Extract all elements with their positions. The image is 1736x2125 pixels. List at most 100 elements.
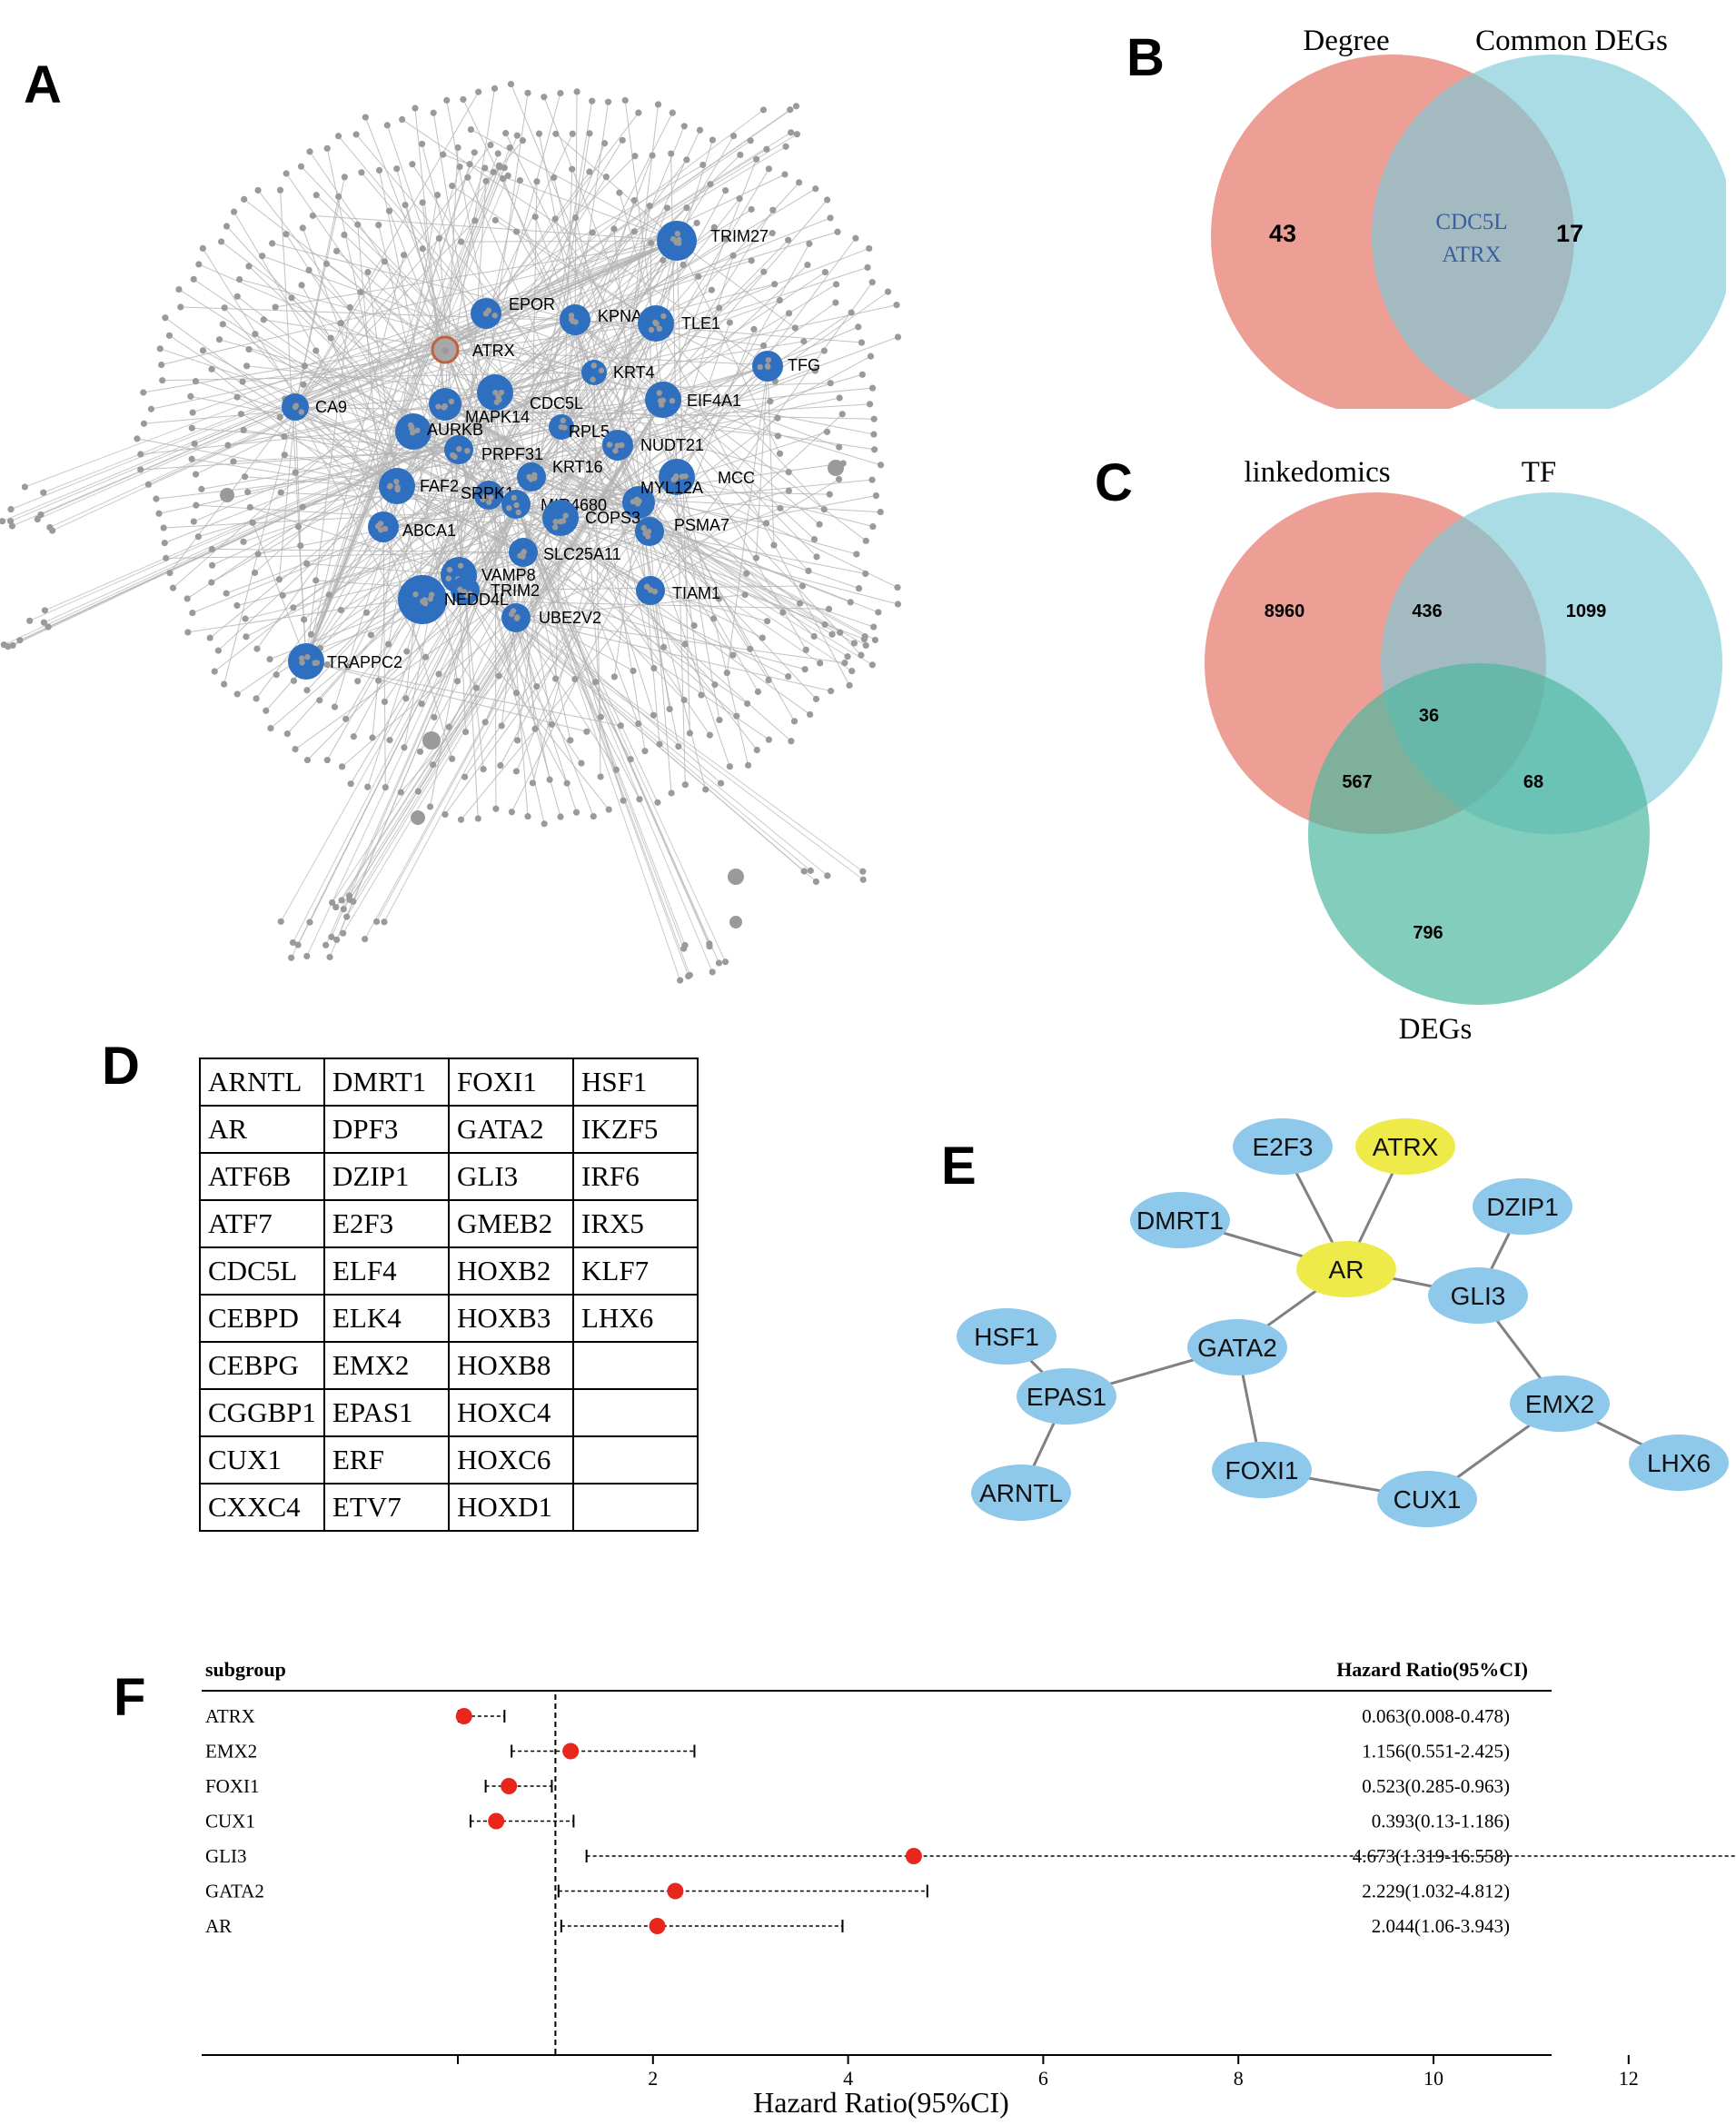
network-node <box>418 700 425 708</box>
network-node <box>290 604 297 611</box>
panel-label-c: C <box>1095 453 1133 512</box>
network-edge <box>515 207 668 619</box>
network-node <box>431 713 438 721</box>
network-node <box>347 780 354 788</box>
network-node <box>233 601 241 610</box>
network-node <box>573 88 580 95</box>
network-node <box>352 131 360 138</box>
table-cell: CEBPD <box>199 1294 325 1343</box>
network-node <box>253 645 261 652</box>
network-edge <box>494 341 804 393</box>
network-node <box>748 205 755 213</box>
network-node <box>855 323 862 331</box>
network-edge <box>292 476 532 943</box>
network-node <box>769 230 776 237</box>
network-node <box>307 631 315 638</box>
network-node <box>677 977 684 984</box>
network-edge <box>305 166 461 662</box>
hub-node-srpk1 <box>474 481 503 510</box>
network-node <box>828 631 836 638</box>
hub-inner-dot <box>657 398 664 404</box>
network-node <box>557 813 564 820</box>
network-node <box>403 648 411 655</box>
hub-inner-dot <box>656 390 662 396</box>
forest-row-value: 1.156(0.551-2.425) <box>1362 1741 1510 1763</box>
network-node <box>853 551 860 558</box>
venn-c-degs-set <box>1308 663 1650 1005</box>
network-node <box>385 207 393 214</box>
network-node <box>619 136 626 144</box>
venn-c-linkedomics-only: 8960 <box>1265 601 1305 621</box>
network-edge <box>198 263 619 446</box>
network-node <box>294 941 302 948</box>
hub-inner-dot <box>394 484 401 491</box>
network-node <box>472 684 480 691</box>
network-node <box>335 193 342 200</box>
network-edge <box>294 406 721 784</box>
network-node <box>375 166 383 174</box>
network-edge <box>650 479 839 591</box>
hub-inner-dot <box>448 398 455 405</box>
network-node <box>208 561 216 569</box>
network-edge <box>382 526 610 810</box>
network-node <box>190 518 197 525</box>
network-node <box>754 688 762 695</box>
network-node <box>586 130 593 137</box>
network-node <box>221 304 228 312</box>
network-node <box>812 878 820 886</box>
network-edge <box>650 590 768 622</box>
tf-node-label: E2F3 <box>1253 1133 1314 1161</box>
network-node <box>233 690 241 698</box>
network-node <box>192 378 200 385</box>
network-node <box>292 469 299 476</box>
network-node <box>372 918 381 926</box>
network-node <box>498 722 505 730</box>
network-node <box>621 96 629 104</box>
network-node <box>461 728 470 736</box>
network-edge <box>161 240 678 366</box>
network-node <box>519 137 527 144</box>
network-node <box>329 899 336 907</box>
table-cell: CGGBP1 <box>199 1388 325 1437</box>
network-edge <box>383 399 664 923</box>
network-node <box>288 294 295 302</box>
hub-label: UBE2V2 <box>539 609 601 627</box>
network-node <box>610 673 618 680</box>
network-node <box>769 206 777 213</box>
network-node <box>836 394 843 402</box>
network-node <box>533 178 541 185</box>
network-node <box>776 296 783 304</box>
network-edge <box>382 526 576 680</box>
hub-inner-dot <box>642 530 649 537</box>
network-node <box>869 522 877 531</box>
network-node <box>841 660 848 667</box>
network-edge <box>444 109 791 351</box>
network-node <box>709 968 716 976</box>
network-node <box>787 106 794 114</box>
network-node <box>328 933 335 940</box>
network-node <box>729 133 738 140</box>
network-edge <box>515 617 845 664</box>
network-node <box>430 761 437 769</box>
network-edge <box>275 444 619 676</box>
network-node <box>785 469 792 476</box>
network-node <box>871 446 878 453</box>
table-cell: E2F3 <box>323 1199 450 1248</box>
table-cell: GMEB2 <box>448 1199 574 1248</box>
hub-inner-dot <box>482 311 490 317</box>
network-edge <box>396 485 789 678</box>
network-node <box>875 609 882 616</box>
network-node <box>375 677 382 684</box>
network-nodes <box>0 80 902 984</box>
network-node <box>777 504 784 511</box>
network-node <box>524 89 531 96</box>
hub-inner-dot <box>442 348 449 354</box>
network-node <box>7 506 15 513</box>
network-node <box>583 728 590 735</box>
network-edge <box>676 322 730 478</box>
network-node <box>835 475 843 483</box>
network-node <box>433 192 441 199</box>
network-node <box>877 508 884 516</box>
hub-inner-dot <box>450 452 456 459</box>
network-node <box>828 460 844 476</box>
